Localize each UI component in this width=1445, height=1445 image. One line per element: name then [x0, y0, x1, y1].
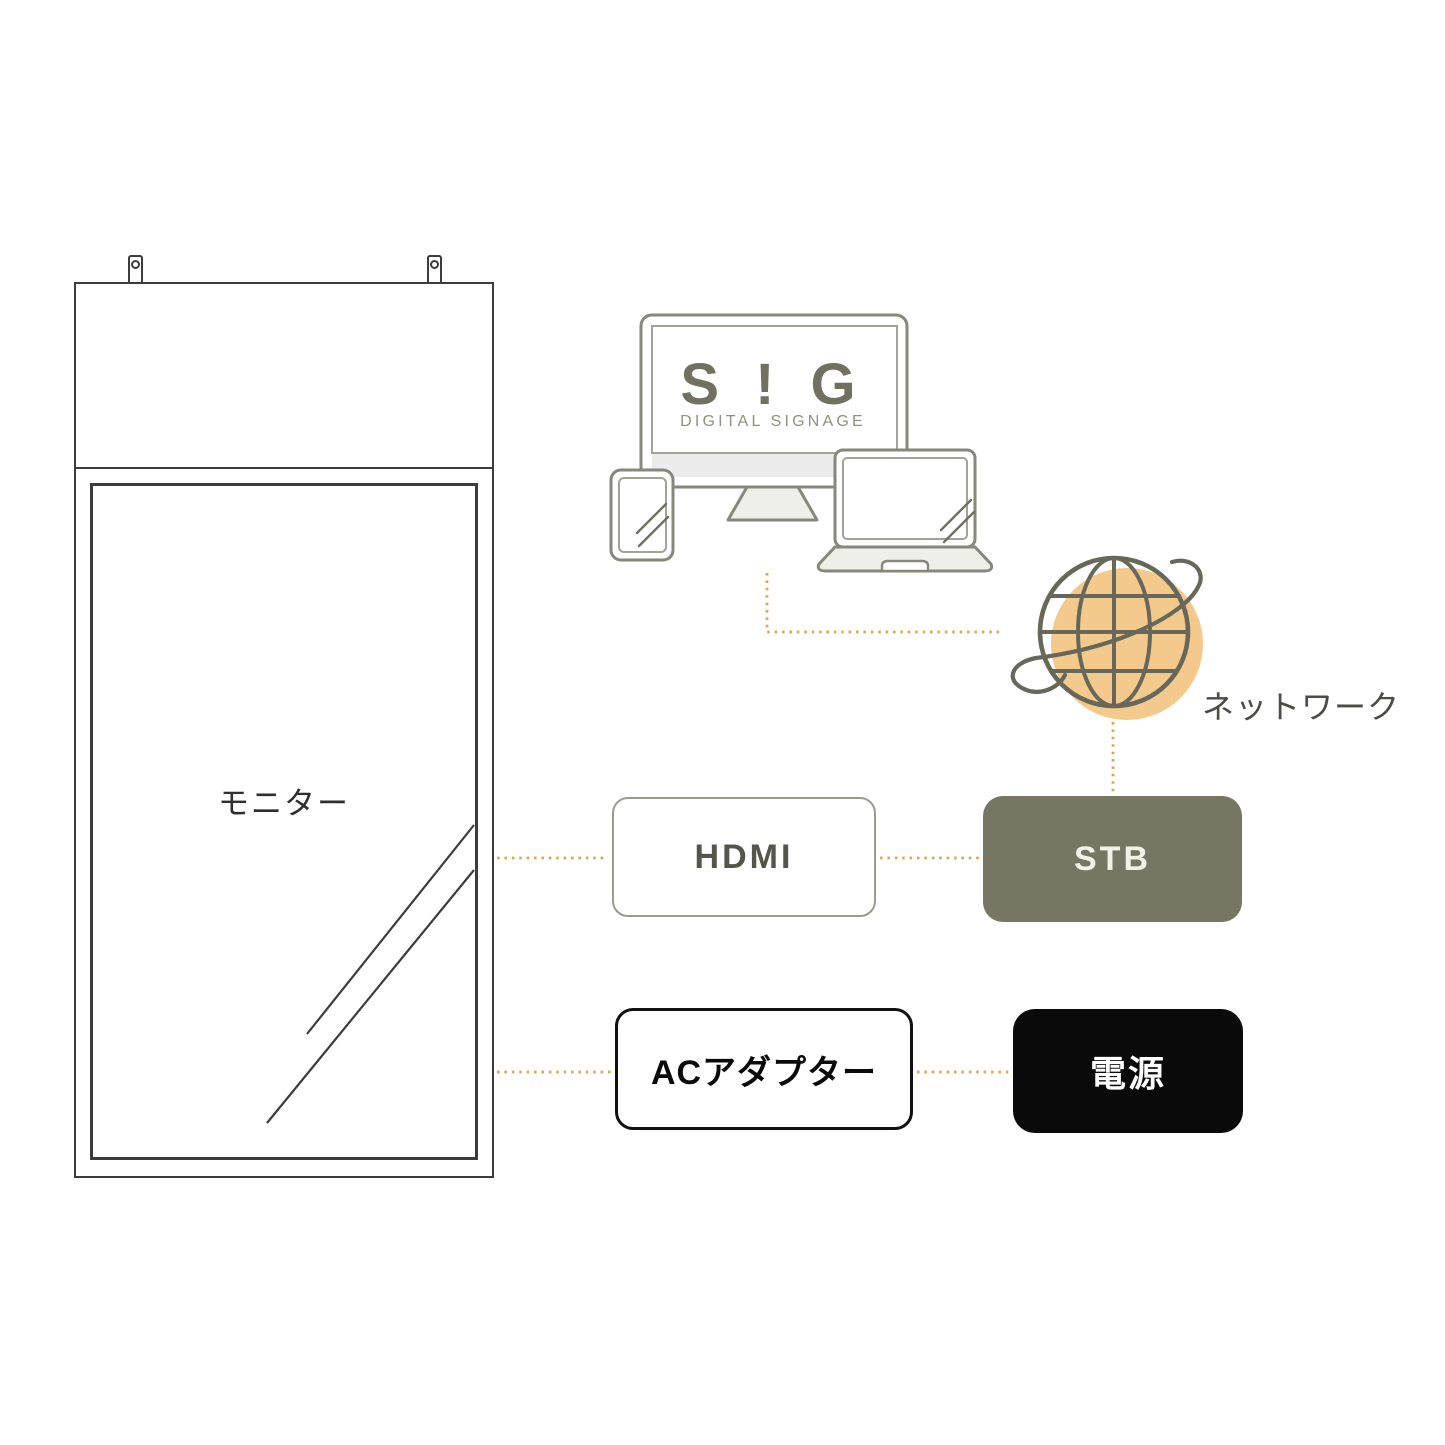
monitor-top-divider: [76, 467, 492, 469]
globe-halo: [1051, 568, 1203, 720]
node-hdmi: HDMI: [612, 797, 876, 917]
node-stb: STB: [983, 796, 1242, 922]
laptop-icon: [816, 448, 994, 573]
node-power: 電源: [1013, 1009, 1243, 1133]
phone-icon: [609, 468, 675, 562]
hdmi-label: HDMI: [694, 837, 794, 876]
device-cluster: S ! G DIGITAL SIGNAGE: [609, 313, 994, 573]
power-label: 電源: [1089, 1053, 1166, 1094]
network-label: ネットワーク: [1202, 689, 1401, 725]
connector-devices-to-network: [765, 573, 1003, 634]
signage-monitor-outline: モニター: [74, 282, 494, 1178]
network-globe-icon: [1010, 555, 1203, 720]
sig-logo-text: S ! G: [680, 352, 865, 417]
mount-hole-icon: [131, 260, 140, 269]
screen-reflection-lines: [266, 824, 475, 1124]
laptop-base-icon: [816, 545, 994, 573]
globe-orbit-swoosh: [1010, 558, 1203, 694]
monitor-screen: モニター: [90, 483, 478, 1160]
stb-label: STB: [1074, 839, 1151, 878]
ac-adapter-label: ACアダプター: [650, 1053, 878, 1092]
node-ac-adapter: ACアダプター: [615, 1008, 913, 1130]
monitor-stand-icon: [726, 485, 819, 522]
sig-logo-subtext: DIGITAL SIGNAGE: [680, 413, 866, 430]
monitor-label: モニター: [218, 786, 350, 821]
mount-hole-icon: [430, 260, 439, 269]
